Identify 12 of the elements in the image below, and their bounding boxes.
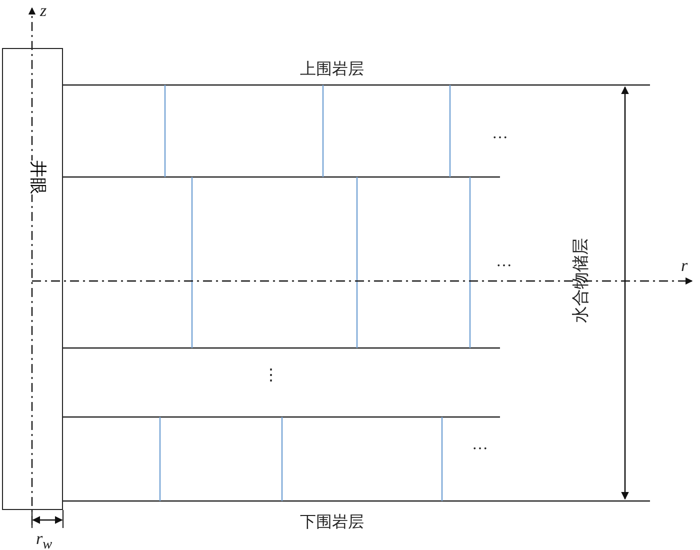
dimension-label: r$_{w}$ (36, 530, 52, 550)
ellipsis: … (472, 437, 488, 453)
wellbore-box (2, 48, 63, 510)
ellipsis: … (496, 254, 512, 270)
wellbore-label: 井眼 (30, 160, 46, 194)
layer-label: 上围岩层 (300, 62, 364, 78)
axis-label: z (40, 2, 47, 19)
axis-label: r (681, 257, 688, 274)
layer-label: 下围岩层 (300, 515, 364, 531)
ellipsis: … (492, 126, 508, 142)
layer-label: 水合物储层 (572, 238, 589, 323)
ellipsis: ⋮ (263, 368, 279, 384)
